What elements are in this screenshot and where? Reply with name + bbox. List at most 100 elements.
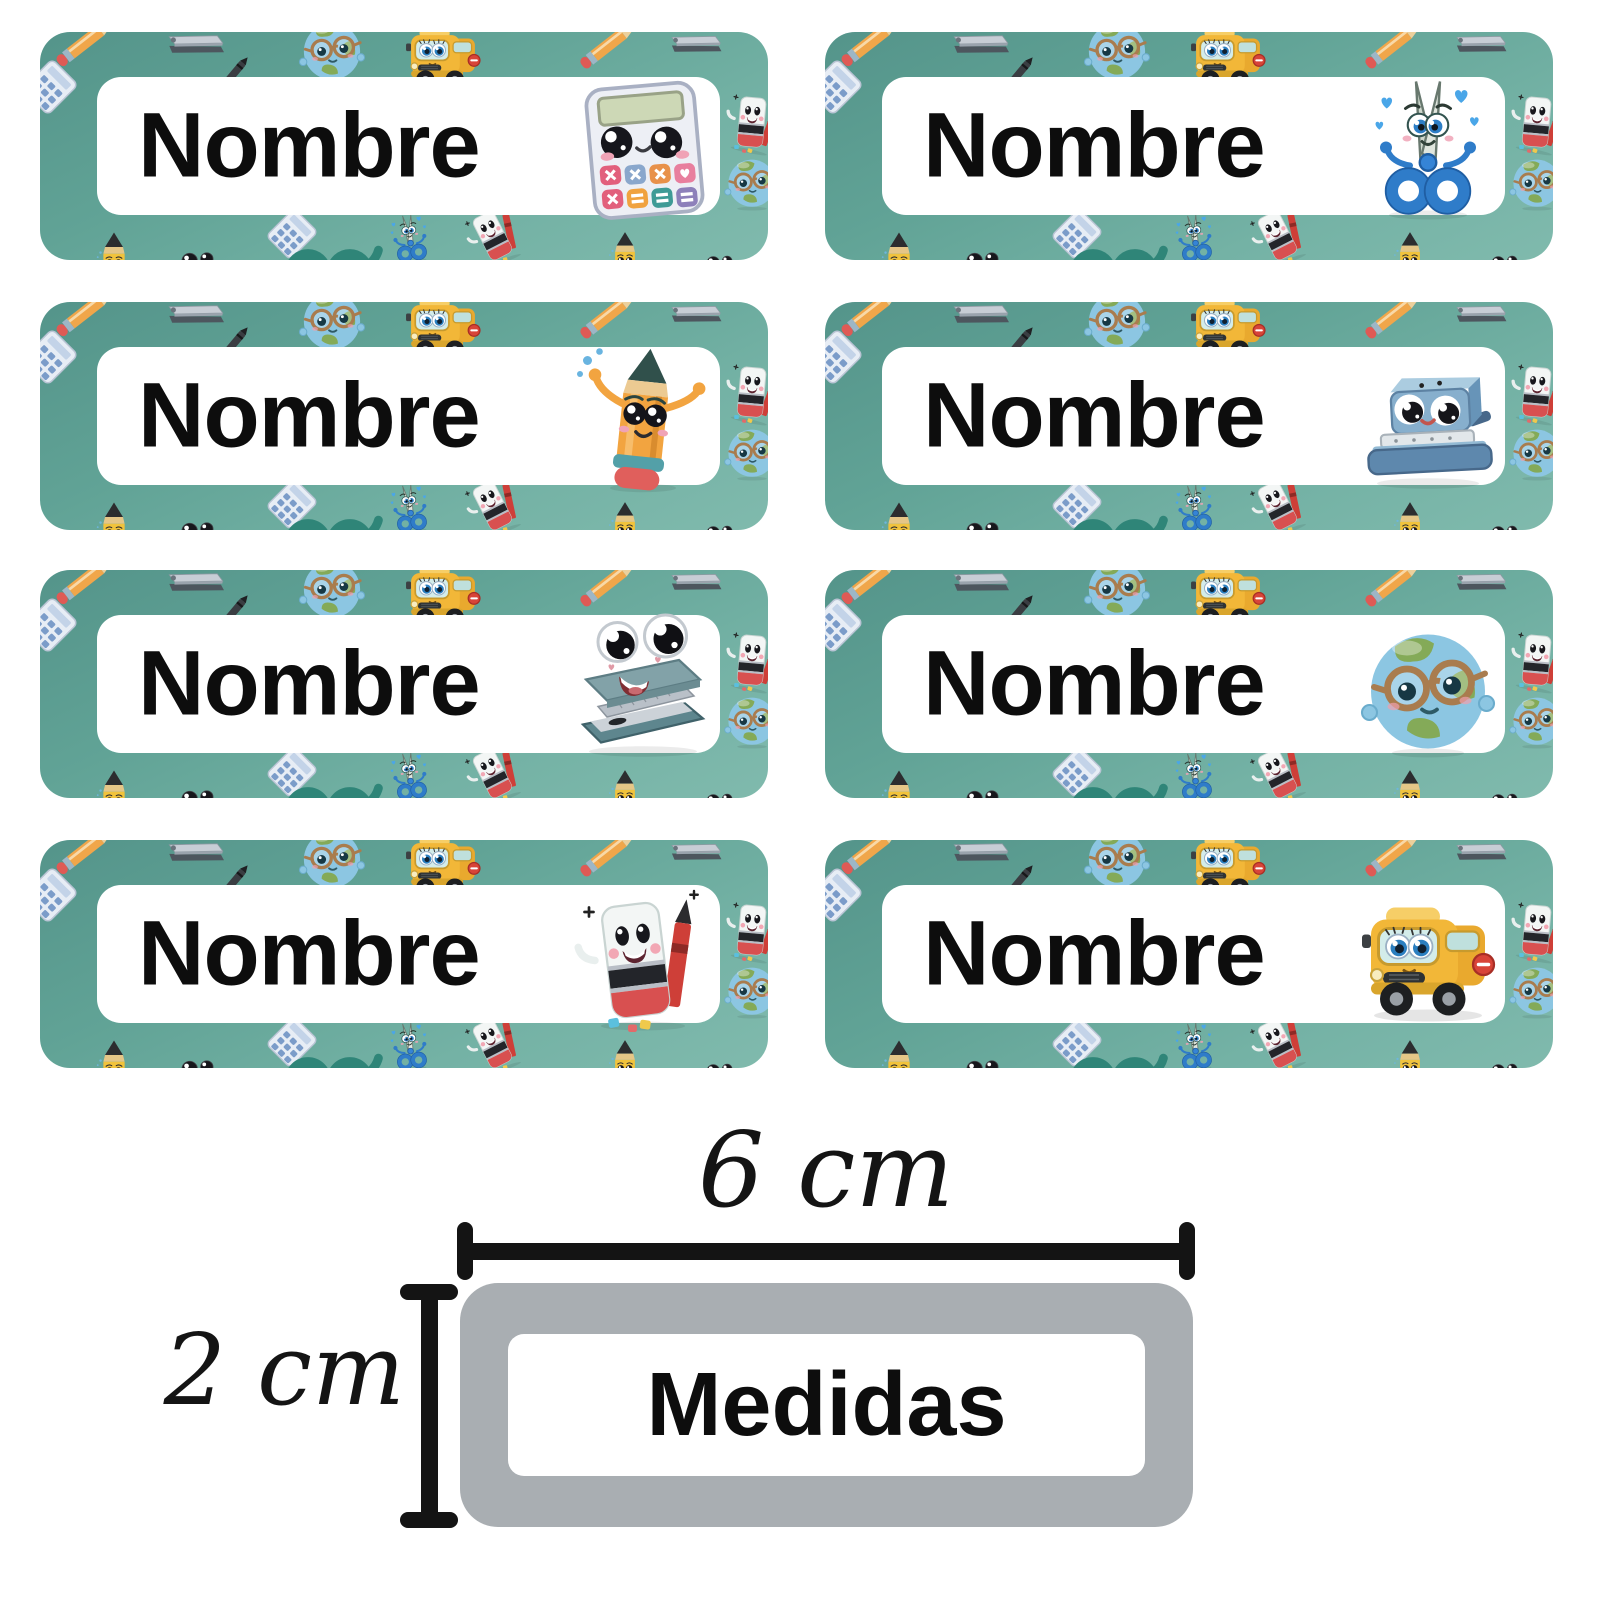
- pattern-stapler-icon: [664, 570, 730, 613]
- pattern-eyes-icon: [957, 234, 1009, 260]
- pattern-pencil-tip-icon: [1384, 498, 1436, 530]
- pattern-calculator-icon: [40, 587, 88, 663]
- pattern-eraser-icon: [716, 83, 768, 161]
- name-label-sticker: Nombre: [40, 302, 768, 530]
- name-plate: Nombre: [882, 77, 1505, 215]
- pattern-pencil-tip-icon: [871, 228, 927, 260]
- pattern-scissors-icon: [381, 748, 440, 798]
- pattern-pencil-tip-icon: [599, 498, 651, 530]
- pattern-scissors-icon: [381, 480, 440, 530]
- pattern-calculator-icon: [825, 857, 873, 933]
- pattern-pencil-tip-icon: [1384, 228, 1436, 260]
- name-text: Nombre: [923, 364, 1266, 467]
- name-label-sticker: Nombre: [825, 32, 1553, 260]
- pattern-swirl-icon: [1060, 485, 1170, 530]
- pattern-eyes-icon: [957, 772, 1009, 798]
- name-text: Nombre: [138, 902, 481, 1005]
- pattern-eraser-icon: [716, 353, 768, 431]
- height-measurement-label: 2 cm: [163, 1314, 405, 1428]
- pattern-stapler-icon: [664, 302, 730, 345]
- name-plate: Nombre: [97, 77, 720, 215]
- pattern-swirl-icon: [275, 753, 385, 798]
- vertical-measure-line: [421, 1290, 438, 1522]
- pattern-eraser-icon: [1501, 353, 1553, 431]
- name-plate: Nombre: [882, 615, 1505, 753]
- pattern-stapler-icon: [664, 32, 730, 75]
- pattern-pencil-tip-icon: [871, 498, 927, 530]
- name-text: Nombre: [923, 902, 1266, 1005]
- medidas-text: Medidas: [646, 1354, 1007, 1455]
- pattern-pencil-tip-icon: [871, 766, 927, 798]
- pattern-calculator-icon: [825, 49, 873, 125]
- hole-punch-icon: [1353, 346, 1503, 496]
- name-text: Nombre: [138, 632, 481, 735]
- horizontal-measure-cap-right: [1179, 1222, 1195, 1280]
- pattern-stapler-icon: [1449, 302, 1515, 345]
- name-text: Nombre: [138, 364, 481, 467]
- label-outline-box: Medidas: [460, 1283, 1193, 1527]
- name-label-sticker: Nombre: [825, 302, 1553, 530]
- school-bus-icon: [1353, 884, 1503, 1034]
- pattern-pencil-tip-icon: [871, 1036, 927, 1068]
- pattern-pencil-tip-icon: [86, 498, 142, 530]
- name-plate: Nombre: [882, 347, 1505, 485]
- pattern-globe-icon: [721, 151, 768, 213]
- pattern-swirl-icon: [1060, 753, 1170, 798]
- name-label-sticker: Nombre: [40, 840, 768, 1068]
- pattern-scissors-icon: [1166, 1018, 1225, 1068]
- stapler-icon: [568, 614, 718, 764]
- pattern-globe-icon: [721, 689, 768, 751]
- horizontal-measure-line: [465, 1243, 1187, 1260]
- pattern-eyes-icon: [172, 1042, 224, 1068]
- name-text: Nombre: [923, 632, 1266, 735]
- pattern-pencil-tip-icon: [1384, 766, 1436, 798]
- scissors-icon: [1353, 76, 1503, 226]
- pattern-globe-icon: [1506, 151, 1553, 213]
- pattern-swirl-icon: [1060, 215, 1170, 260]
- label-inner-box: Medidas: [508, 1334, 1145, 1476]
- pattern-stapler-icon: [1449, 32, 1515, 75]
- pattern-eyes-icon: [172, 234, 224, 260]
- pattern-globe-icon: [721, 421, 768, 483]
- globe-icon: [1353, 614, 1503, 764]
- name-text: Nombre: [138, 94, 481, 197]
- pattern-stapler-icon: [1449, 840, 1515, 883]
- pattern-globe-icon: [1506, 959, 1553, 1021]
- pattern-eyes-icon: [699, 511, 741, 530]
- pattern-calculator-icon: [825, 319, 873, 395]
- pattern-calculator-icon: [825, 587, 873, 663]
- pattern-eyes-icon: [699, 779, 741, 798]
- name-label-sticker: Nombre: [40, 32, 768, 260]
- pattern-pencil-tip-icon: [599, 1036, 651, 1068]
- name-plate: Nombre: [97, 885, 720, 1023]
- pattern-calculator-icon: [40, 49, 88, 125]
- name-plate: Nombre: [97, 615, 720, 753]
- name-label-sticker: Nombre: [825, 570, 1553, 798]
- pattern-calculator-icon: [40, 857, 88, 933]
- pattern-scissors-icon: [1166, 210, 1225, 260]
- pattern-calculator-icon: [40, 319, 88, 395]
- pattern-eyes-icon: [699, 241, 741, 260]
- pattern-globe-icon: [721, 959, 768, 1021]
- pattern-globe-icon: [1506, 689, 1553, 751]
- pattern-scissors-icon: [1166, 748, 1225, 798]
- vertical-measure-cap-bottom: [400, 1512, 458, 1528]
- pattern-pencil-tip-icon: [86, 1036, 142, 1068]
- pattern-eraser-icon: [716, 891, 768, 969]
- pattern-eraser-icon: [1501, 621, 1553, 699]
- pattern-stapler-icon: [664, 840, 730, 883]
- calculator-icon: [568, 76, 718, 226]
- pattern-pencil-tip-icon: [86, 228, 142, 260]
- pattern-eyes-icon: [957, 504, 1009, 530]
- pattern-scissors-icon: [1166, 480, 1225, 530]
- vertical-measure-cap-top: [400, 1284, 458, 1300]
- pattern-swirl-icon: [275, 1023, 385, 1068]
- pattern-swirl-icon: [275, 485, 385, 530]
- horizontal-measure-cap-left: [457, 1222, 473, 1280]
- pattern-globe-icon: [1506, 421, 1553, 483]
- pattern-eraser-icon: [716, 621, 768, 699]
- name-plate: Nombre: [882, 885, 1505, 1023]
- name-label-sticker: Nombre: [825, 840, 1553, 1068]
- pattern-swirl-icon: [1060, 1023, 1170, 1068]
- width-measurement-label: 6 cm: [697, 1109, 955, 1231]
